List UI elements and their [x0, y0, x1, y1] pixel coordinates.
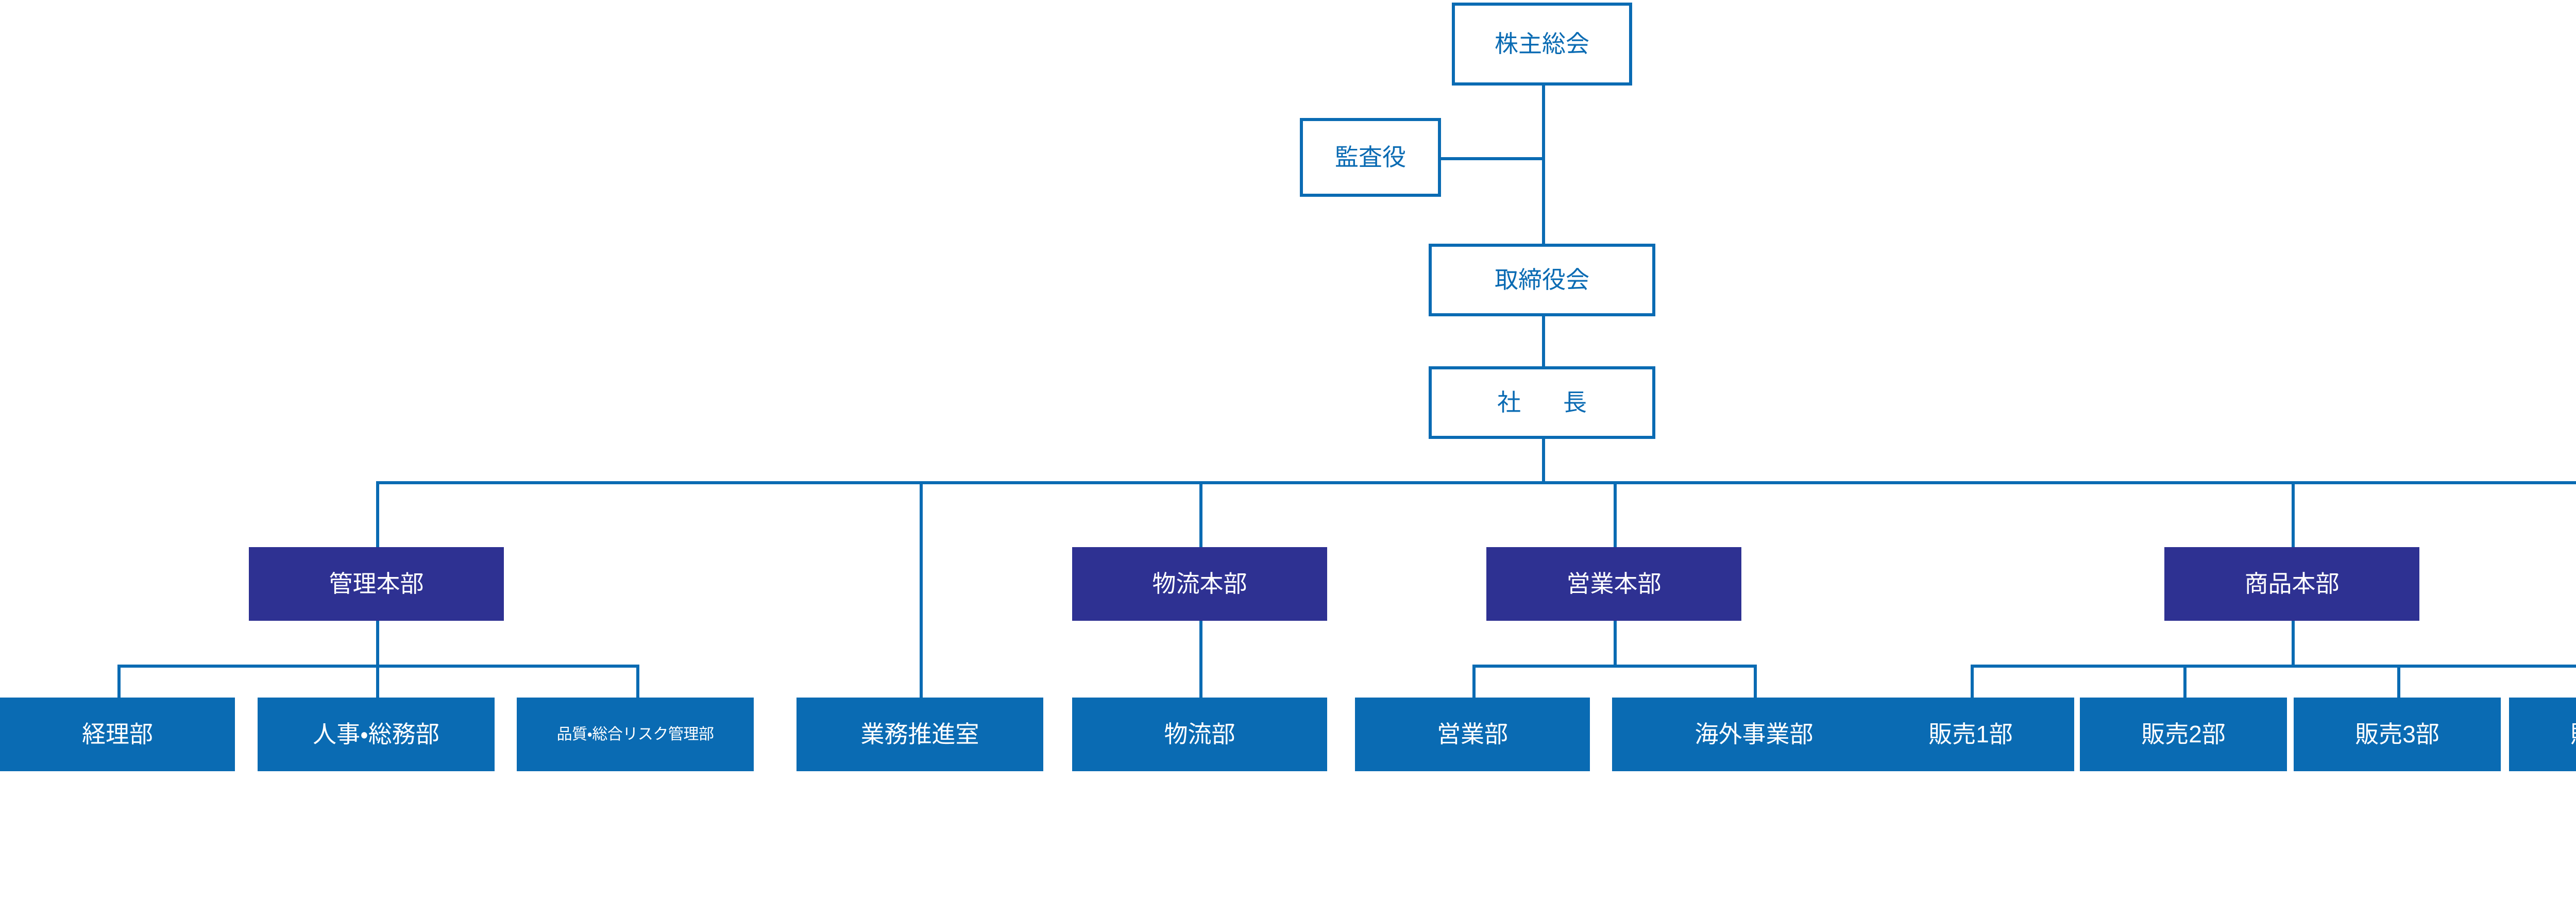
node-logistics-division[interactable]: 物流本部 [1072, 547, 1327, 621]
node-product-division[interactable]: 商品本部 [2164, 547, 2419, 621]
node-shareholders-meeting[interactable]: 株主総会 [1452, 3, 1632, 86]
node-sales-division[interactable]: 営業本部 [1486, 547, 1741, 621]
connector-product-div-stem [2292, 621, 2295, 666]
node-sales-division-1[interactable]: 販売1部 [1867, 698, 2074, 771]
connector-auditors-tee [1441, 157, 1545, 160]
connector-bus-to-sales-div [1614, 481, 1617, 547]
connector-admin-div-stem [376, 621, 379, 666]
connector-main-bus [376, 481, 2576, 484]
connector-bus-to-biz-promotion [920, 481, 923, 698]
node-accounting-department[interactable]: 経理部 [0, 698, 235, 771]
node-business-promotion-office[interactable]: 業務推進室 [796, 698, 1043, 771]
connector-sales-div-stem [1614, 621, 1617, 666]
connector-admin-to-quality-risk [636, 665, 639, 698]
node-logistics-department[interactable]: 物流部 [1072, 698, 1327, 771]
node-board-of-directors[interactable]: 取締役会 [1429, 244, 1655, 316]
connector-president-to-bus [1542, 439, 1545, 484]
connector-bus-to-logistics-div [1199, 481, 1202, 547]
connector-logistics-div-to-dept [1199, 621, 1202, 698]
connector-product-to-sales1 [1971, 665, 1974, 698]
connector-sales-to-sales-dept [1472, 665, 1476, 698]
connector-shareholders-to-board [1542, 86, 1545, 244]
connector-product-to-sales3 [2397, 665, 2400, 698]
node-president[interactable]: 社 長 [1429, 366, 1655, 439]
node-admin-division[interactable]: 管理本部 [249, 547, 504, 621]
node-sales-division-3[interactable]: 販売3部 [2294, 698, 2501, 771]
connector-sales-div-tbar [1472, 665, 1757, 668]
node-hr-general-affairs-department[interactable]: 人事・総務部 [258, 698, 495, 771]
connector-product-to-sales2 [2183, 665, 2187, 698]
connector-bus-to-product-div [2292, 481, 2295, 547]
node-sales-division-4[interactable]: 販売4部 [2509, 698, 2576, 771]
node-overseas-business-department[interactable]: 海外事業部 [1612, 698, 1896, 771]
node-sales-department[interactable]: 営業部 [1355, 698, 1590, 771]
node-sales-division-2[interactable]: 販売2部 [2080, 698, 2287, 771]
connector-bus-to-admin-div [376, 481, 379, 547]
connector-board-to-president [1542, 316, 1545, 366]
connector-admin-to-accounting [117, 665, 121, 698]
node-auditors[interactable]: 監査役 [1300, 118, 1441, 197]
connector-admin-to-hr [376, 665, 379, 698]
node-quality-integrated-risk-management-department[interactable]: 品質・総合リスク管理部 [517, 698, 754, 771]
connector-sales-to-overseas [1754, 665, 1757, 698]
connector-product-div-tbar [1971, 665, 2576, 668]
